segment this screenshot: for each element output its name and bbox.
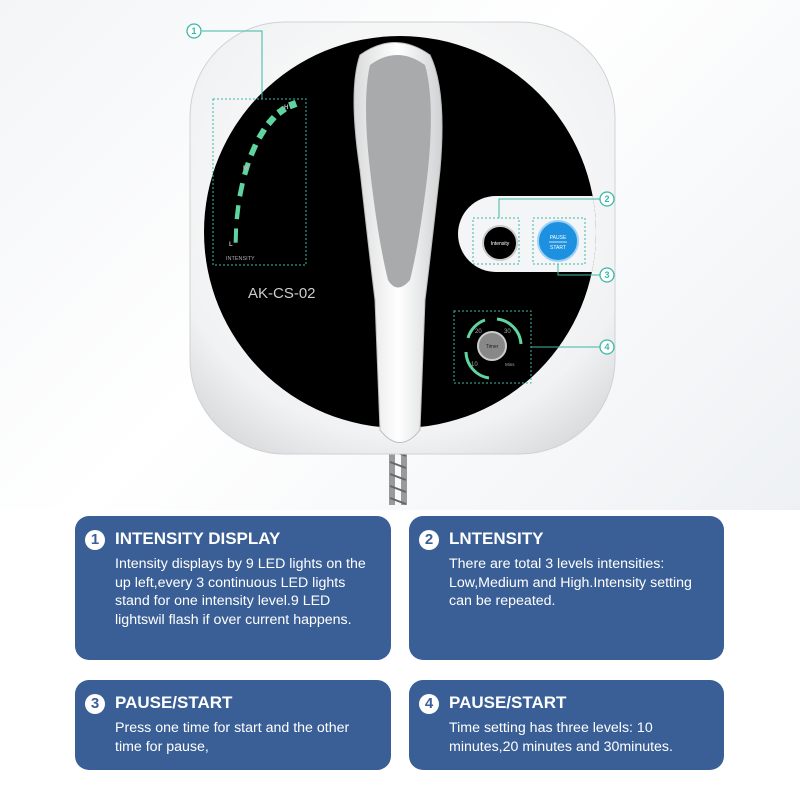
callout-1 bbox=[186, 23, 202, 39]
level-low-label: L bbox=[229, 242, 233, 248]
callout-box-1 bbox=[212, 98, 307, 266]
card-body: There are total 3 levels intensities: Lo… bbox=[449, 556, 692, 609]
card-title: LNTENSITY bbox=[449, 529, 544, 548]
led-segment bbox=[288, 99, 298, 110]
timer-30: 30 bbox=[504, 329, 511, 335]
start-label: START bbox=[550, 245, 566, 251]
card-body: Press one time for start and the other t… bbox=[115, 720, 350, 755]
callout-4-number: 4 bbox=[604, 342, 609, 352]
callout-4 bbox=[599, 339, 615, 355]
callout-3 bbox=[599, 267, 615, 283]
level-high-label: H bbox=[284, 105, 288, 111]
card-body: Time setting has three levels: 10 minute… bbox=[449, 720, 673, 755]
timer-label: Timer bbox=[486, 344, 499, 350]
card-body: Intensity displays by 9 LED lights on th… bbox=[115, 556, 366, 628]
led-segment bbox=[242, 162, 251, 176]
led-segment bbox=[265, 114, 277, 127]
card-number-badge: 4 bbox=[419, 694, 439, 714]
card-title: PAUSE/START bbox=[115, 693, 233, 712]
timer-10: 10 bbox=[471, 362, 478, 368]
led-segment bbox=[237, 182, 245, 197]
intensity-button-label: Intensity bbox=[491, 241, 510, 247]
callout-1-number: 1 bbox=[191, 26, 196, 36]
card-title: INTENSITY DISPLAY bbox=[115, 529, 281, 548]
device-illustration: L M H INTENSITY AK-CS-02 Intensity PAUSE… bbox=[186, 21, 616, 505]
card-number-badge: 3 bbox=[85, 694, 105, 714]
card-pause-start: 3 PAUSE/START Press one time for start a… bbox=[75, 680, 391, 770]
timer-20: 20 bbox=[475, 329, 482, 335]
intensity-led-arc bbox=[233, 99, 298, 243]
intensity-button[interactable] bbox=[482, 225, 518, 261]
led-segment bbox=[234, 205, 241, 220]
card-intensity-display: 1 INTENSITY DISPLAY Intensity displays b… bbox=[75, 516, 391, 660]
led-segment bbox=[248, 143, 259, 157]
card-number-badge: 1 bbox=[85, 530, 105, 550]
timer-unit: Mins bbox=[505, 362, 515, 367]
callout-3-number: 3 bbox=[604, 270, 609, 280]
handpiece-head bbox=[366, 55, 431, 288]
led-segment bbox=[256, 127, 267, 140]
callout-2 bbox=[599, 191, 615, 207]
callout-2-number: 2 bbox=[604, 194, 609, 204]
level-medium-label: M bbox=[243, 166, 248, 172]
intensity-label: INTENSITY bbox=[226, 256, 255, 262]
pause-start-button[interactable] bbox=[537, 220, 579, 262]
led-segment bbox=[276, 105, 287, 116]
card-title: PAUSE/START bbox=[449, 693, 567, 712]
pause-label: PAUSE bbox=[550, 235, 567, 241]
model-label: AK-CS-02 bbox=[248, 285, 316, 302]
card-intensity: 2 LNTENSITY There are total 3 levels int… bbox=[409, 516, 724, 660]
card-number-badge: 2 bbox=[419, 530, 439, 550]
timer-knob[interactable] bbox=[477, 331, 507, 361]
card-timer: 4 PAUSE/START Time setting has three lev… bbox=[409, 680, 724, 770]
